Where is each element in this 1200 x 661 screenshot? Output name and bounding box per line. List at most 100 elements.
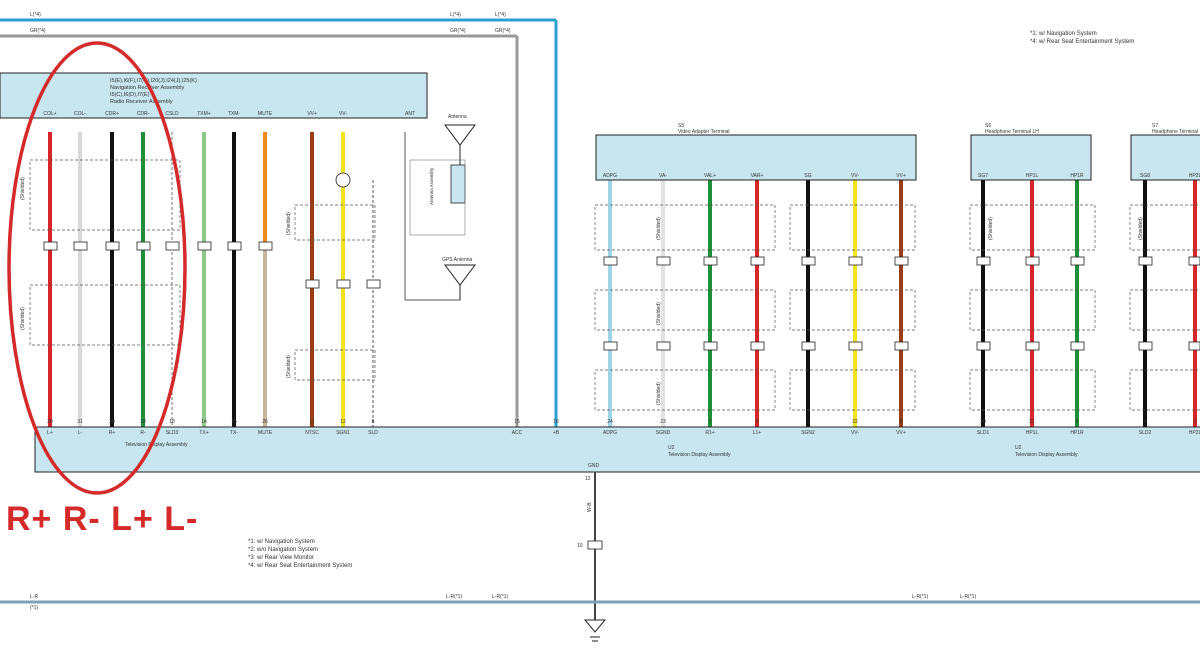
bottom-wire-note: (*1)	[30, 605, 38, 611]
tv-pin-label: SLD2	[1139, 430, 1152, 436]
headphone-lh-pin-label: HP1R	[1070, 173, 1084, 179]
tv-pin-number: 24	[607, 419, 613, 425]
tv-pin-number: 7	[709, 419, 712, 425]
note-line: *3: w/ Rear View Monitor	[248, 555, 314, 561]
harness-wires	[48, 132, 1197, 428]
radio-connectors-label-2: I5(C),I6(D),I7(E)	[110, 92, 150, 98]
top-wires: L(*4) GR(*4) L(*4) GR(*4) L(*4) GR(*4)	[0, 12, 558, 428]
tv-pin-label: R1+	[705, 430, 714, 436]
gnd-wire-label: W-B	[587, 502, 593, 512]
tv-pin-number: 15	[514, 419, 520, 425]
tv-pin-label: SGND	[656, 430, 671, 436]
tv-label-mid: Television Display Assembly	[668, 452, 731, 458]
antenna-label: Antenna	[448, 114, 467, 120]
tv-pin-number: 23	[660, 419, 666, 425]
video-adapter-pin-label: VA-	[659, 173, 667, 179]
radio-pin-label: MUTE	[258, 111, 273, 117]
bottom-wire-label: L-R(*1)	[492, 594, 508, 600]
headphone-rh-id: S7	[1152, 123, 1158, 129]
tv-pin-label: +B	[553, 430, 560, 436]
bottom-wire-label: L-R(*1)	[960, 594, 976, 600]
bottom-wire-label: L-R(*1)	[446, 594, 462, 600]
note-line: *1: w/ Navigation System	[248, 539, 315, 545]
tv-pin-number: 15	[231, 419, 237, 425]
headphone-lh-id: S6	[985, 123, 991, 129]
radio-pin-label: CDR-	[137, 111, 150, 117]
tv-pin-label: L1+	[753, 430, 762, 436]
tv-pin-number: 4	[1144, 419, 1147, 425]
video-adapter-pin-label: VAL+	[704, 173, 716, 179]
wire-l-label: L(*4)	[30, 12, 41, 18]
tv-pin-label: HP1L	[1026, 430, 1039, 436]
radio-pin-label: CSLD	[165, 111, 179, 117]
radio-pin-label: VV-	[339, 111, 347, 117]
video-adapter-pin-label: VV+	[896, 173, 906, 179]
tv-pin-number: 26	[262, 419, 268, 425]
tv-pin-label: NTSC	[305, 430, 319, 436]
shielded-label: (Shielded)	[988, 217, 994, 240]
shielded-label: (Shielded)	[656, 217, 662, 240]
headphone-rh-pin-label: HP2L	[1189, 173, 1200, 179]
headphone-lh-pin-label: HP1L	[1026, 173, 1039, 179]
video-adapter-pin-label: ADPG	[603, 173, 617, 179]
tv-pin-number: 29	[140, 419, 146, 425]
headphone-lh-name: Headphone Terminal LH	[985, 129, 1039, 135]
tv-label-mid-id: U2	[668, 445, 675, 451]
note-line: *2: w/o Navigation System	[248, 547, 319, 553]
tv-pin-label: SGN2	[801, 430, 815, 436]
radio-connectors-label: I5(E),I6(F),I7(G),I20(J),I24(J),I25(K)	[110, 78, 197, 84]
headphone-lh-pin-labels: SG7 HP1L HP1R	[978, 173, 1084, 179]
radio-receiver-box: I5(E),I6(F),I7(G),I20(J),I24(J),I25(K) N…	[0, 72, 428, 119]
video-adapter-pin-label: VV-	[851, 173, 859, 179]
radio-pin-label: COL-	[74, 111, 86, 117]
video-adapter-pin-label: SG	[804, 173, 811, 179]
radio-pin-label: ANT	[405, 111, 415, 117]
tv-pin-label: ACC	[512, 430, 523, 436]
shield-boxes: (Shielded) (Shielded) (Shielded) (Shield…	[20, 159, 1200, 411]
shielded-label: (Shielded)	[286, 355, 292, 378]
tv-pin-label: TX+	[199, 430, 208, 436]
notes-top-right: *1: w/ Navigation System *4: w/ Rear Sea…	[1030, 30, 1134, 46]
tv-pin-number: 5	[756, 419, 759, 425]
wire-l-label: L(*4)	[495, 12, 506, 18]
radio-pin-label: TXM+	[197, 111, 211, 117]
gps-antenna-label: GPS Antenna	[442, 257, 473, 263]
shielded-label: (Shielded)	[286, 212, 292, 235]
ground-circuit: 12 W-B 10	[577, 472, 607, 642]
headphone-lh-pin-label: SG7	[978, 173, 988, 179]
tv-pin-label: TX-	[230, 430, 238, 436]
tv-label-left: Television Display Assembly	[125, 442, 188, 448]
bottom-wire-label: L-R	[30, 594, 38, 600]
tv-pin-label: SLD1	[977, 430, 990, 436]
antenna-amp-label: Antenna Assembly	[429, 167, 434, 205]
tv-pin-number: 1	[807, 419, 810, 425]
tv-pin-number: 28	[109, 419, 115, 425]
headphone-rh-pin-labels: SG8 HP2L	[1140, 173, 1200, 179]
tv-pin-number: 3	[1194, 419, 1197, 425]
wire-l-label: L(*4)	[450, 12, 461, 18]
gnd-pin: 12	[585, 476, 591, 482]
television-display-box: Television Display Assembly U2 Televisio…	[34, 419, 1200, 473]
tv-pin-label: MUTE	[258, 430, 273, 436]
wire-gr-label: GR(*4)	[450, 28, 466, 34]
tv-pin-number: 14	[201, 419, 207, 425]
inline-connectors	[43, 172, 1200, 351]
gnd-label: GND	[588, 463, 600, 469]
tv-pin-number: 20	[980, 419, 986, 425]
tv-pin-label: VV+	[896, 430, 906, 436]
tv-pin-label: SGN1	[336, 430, 350, 436]
tv-pin-label: SLD	[368, 430, 378, 436]
radio-pin-label: TXM-	[228, 111, 241, 117]
tv-label-right-id: U2	[1015, 445, 1022, 451]
tv-pin-label: HP2L	[1189, 430, 1200, 436]
tv-pin-number: 5	[1076, 419, 1079, 425]
shielded-label: (Shielded)	[656, 382, 662, 405]
tv-pin-number: 8	[372, 419, 375, 425]
tv-pin-number: 18	[169, 419, 175, 425]
bottom-wire: L-R (*1) L-R(*1) L-R(*1) L-R(*1) L-R(*1)	[0, 594, 1200, 611]
headphone-rh-pin-label: SG8	[1140, 173, 1150, 179]
tv-pin-number: 16	[553, 419, 559, 425]
